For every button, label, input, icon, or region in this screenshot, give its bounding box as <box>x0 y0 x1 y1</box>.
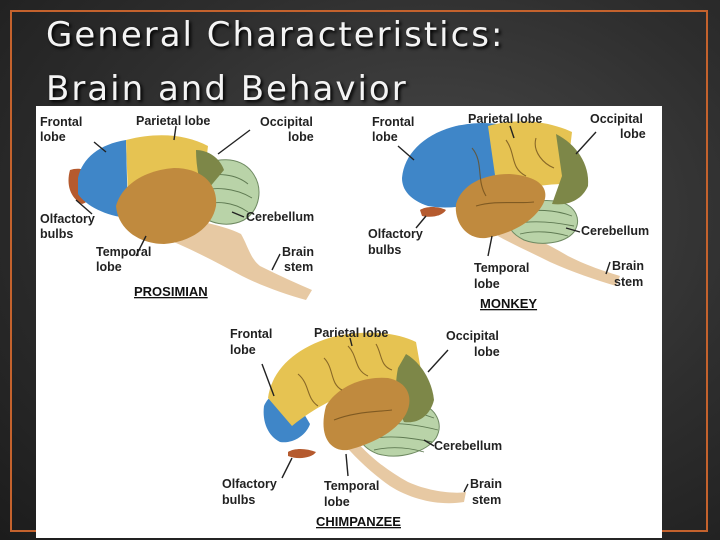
monkey-frontal-pointer <box>397 145 415 161</box>
prosimian-caption: PROSIMIAN <box>134 284 208 299</box>
chimpanzee-stem-label-1: Brain <box>470 477 502 491</box>
monkey-frontal-label-1: Frontal <box>372 115 414 129</box>
chimpanzee-olfactory-pointer <box>281 457 293 479</box>
chimpanzee-sulci <box>297 343 393 421</box>
chimpanzee-cerebellum-label: Cerebellum <box>434 439 502 453</box>
prosimian-frontal-label-1: Frontal <box>40 115 82 129</box>
chimpanzee-parietal-lobe <box>268 332 422 426</box>
prosimian-cerebellum-label: Cerebellum <box>246 210 314 224</box>
chimpanzee-occipital-pointer <box>427 349 449 373</box>
chimpanzee-frontal-label-1: Frontal <box>230 327 272 341</box>
chimpanzee-temporal-lobe <box>323 377 410 451</box>
monkey-temporal-lobe <box>455 174 546 239</box>
prosimian-olfactory-pointer <box>75 199 93 215</box>
chimpanzee-occipital-label-1: Occipital <box>446 329 499 343</box>
chimpanzee-labels: Frontal lobe Parietal lobe Occipital lob… <box>222 326 502 529</box>
monkey-stem-pointer <box>605 261 611 275</box>
monkey-parietal-label: Parietal lobe <box>468 112 542 126</box>
monkey-temporal-pointer <box>487 235 493 257</box>
monkey-olfactory-bulb <box>420 207 446 217</box>
chimpanzee-stem-pointer <box>463 483 469 493</box>
chimpanzee-brain <box>263 332 466 504</box>
chimpanzee-olfactory-label-1: Olfactory <box>222 477 277 491</box>
chimpanzee-cerebellum-pointer <box>423 439 435 447</box>
prosimian-occipital-label-2: lobe <box>288 130 314 144</box>
monkey-frontal-label-2: lobe <box>372 130 398 144</box>
prosimian-stem-label-2: stem <box>284 260 313 274</box>
prosimian-parietal-label: Parietal lobe <box>136 114 210 128</box>
prosimian-frontal-lobe <box>78 140 128 218</box>
monkey-cerebellum-label: Cerebellum <box>581 224 649 238</box>
chimpanzee-parietal-label: Parietal lobe <box>314 326 388 340</box>
monkey-stem-label-2: stem <box>614 275 643 289</box>
chimpanzee-stem-label-2: stem <box>472 493 501 507</box>
prosimian-stem-pointer <box>271 253 281 271</box>
monkey-olfactory-pointer <box>415 215 427 229</box>
monkey-occipital-pointer <box>575 131 597 155</box>
prosimian-cerebellum-pointer <box>231 211 245 218</box>
prosimian-stem <box>154 214 312 300</box>
brain-comparison-figure: Frontal lobe Parietal lobe Occipital lob… <box>36 106 662 538</box>
monkey-labels: Frontal lobe Parietal lobe Occipital lob… <box>368 112 649 311</box>
monkey-temporal-label-1: Temporal <box>474 261 529 275</box>
prosimian-temporal-lobe <box>116 168 217 244</box>
chimpanzee-frontal-label-2: lobe <box>230 343 256 357</box>
prosimian-olfactory-label-2: bulbs <box>40 227 73 241</box>
monkey-brain <box>402 121 620 286</box>
brain-diagram: Frontal lobe Parietal lobe Occipital lob… <box>40 112 649 529</box>
chimpanzee-parietal-pointer <box>349 337 353 347</box>
prosimian-occipital-label-1: Occipital <box>260 115 313 129</box>
prosimian-temporal-label-1: Temporal <box>96 245 151 259</box>
monkey-occipital-label-2: lobe <box>620 127 646 141</box>
monkey-caption: MONKEY <box>480 296 537 311</box>
title-line-2: Brain and Behavior <box>46 69 408 109</box>
monkey-occipital-label-1: Occipital <box>590 112 643 126</box>
monkey-sulci <box>471 137 555 207</box>
prosimian-temporal-label-2: lobe <box>96 260 122 274</box>
chimpanzee-temporal-label-1: Temporal <box>324 479 379 493</box>
prosimian-occipital-pointer <box>217 129 251 155</box>
chimpanzee-temporal-label-2: lobe <box>324 495 350 509</box>
prosimian-parietal-pointer <box>173 125 177 141</box>
title-line-1: General Characteristics: <box>46 15 505 55</box>
prosimian-frontal-label-2: lobe <box>40 130 66 144</box>
monkey-stem-label-1: Brain <box>612 259 644 273</box>
prosimian-brain <box>68 135 312 300</box>
monkey-temporal-label-2: lobe <box>474 277 500 291</box>
prosimian-labels: Frontal lobe Parietal lobe Occipital lob… <box>40 114 314 299</box>
monkey-olfactory-label-2: bulbs <box>368 243 401 257</box>
monkey-cerebellum-pointer <box>565 227 581 233</box>
monkey-olfactory-label-1: Olfactory <box>368 227 423 241</box>
monkey-occipital-lobe <box>552 134 589 205</box>
chimpanzee-caption: CHIMPANZEE <box>316 514 401 529</box>
prosimian-temporal-pointer <box>135 235 147 257</box>
slide-title: General Characteristics: Brain and Behav… <box>46 8 504 116</box>
chimpanzee-occipital-label-2: lobe <box>474 345 500 359</box>
prosimian-olfactory-label-1: Olfactory <box>40 212 95 226</box>
chimpanzee-temporal-pointer <box>345 453 349 477</box>
chimpanzee-olfactory-label-2: bulbs <box>222 493 255 507</box>
monkey-parietal-pointer <box>509 125 515 139</box>
prosimian-frontal-pointer <box>93 141 107 153</box>
prosimian-stem-label-1: Brain <box>282 245 314 259</box>
chimpanzee-frontal-pointer <box>261 363 275 397</box>
chimpanzee-olfactory-bulb <box>288 449 316 459</box>
